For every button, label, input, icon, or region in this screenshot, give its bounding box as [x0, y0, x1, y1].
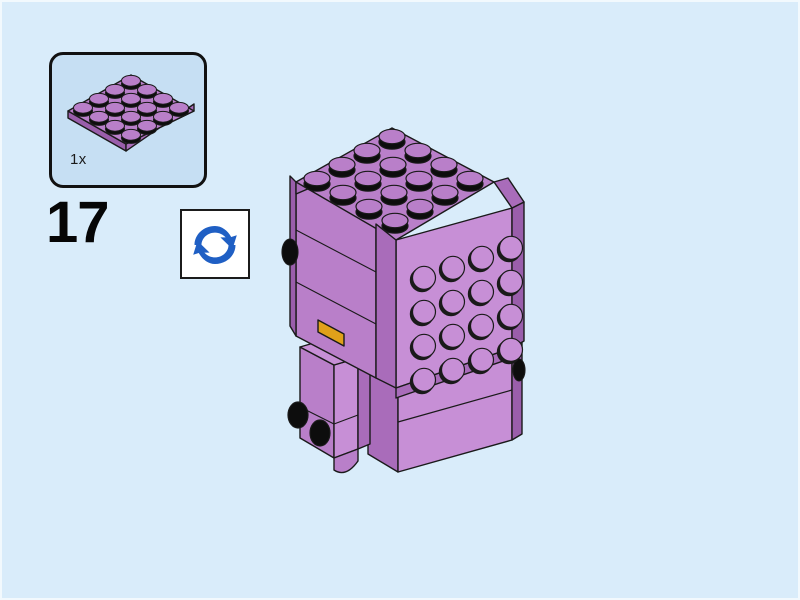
- rotate-model-hint-box: [180, 209, 250, 279]
- step-number: 17: [46, 190, 110, 255]
- parts-callout-box: 1x: [49, 52, 207, 188]
- model-assembly-illustration: [272, 122, 562, 502]
- rotate-model-icon: [182, 217, 248, 273]
- part-plate-4x4-illustration: [60, 63, 202, 155]
- part-quantity-label: 1x: [70, 151, 87, 168]
